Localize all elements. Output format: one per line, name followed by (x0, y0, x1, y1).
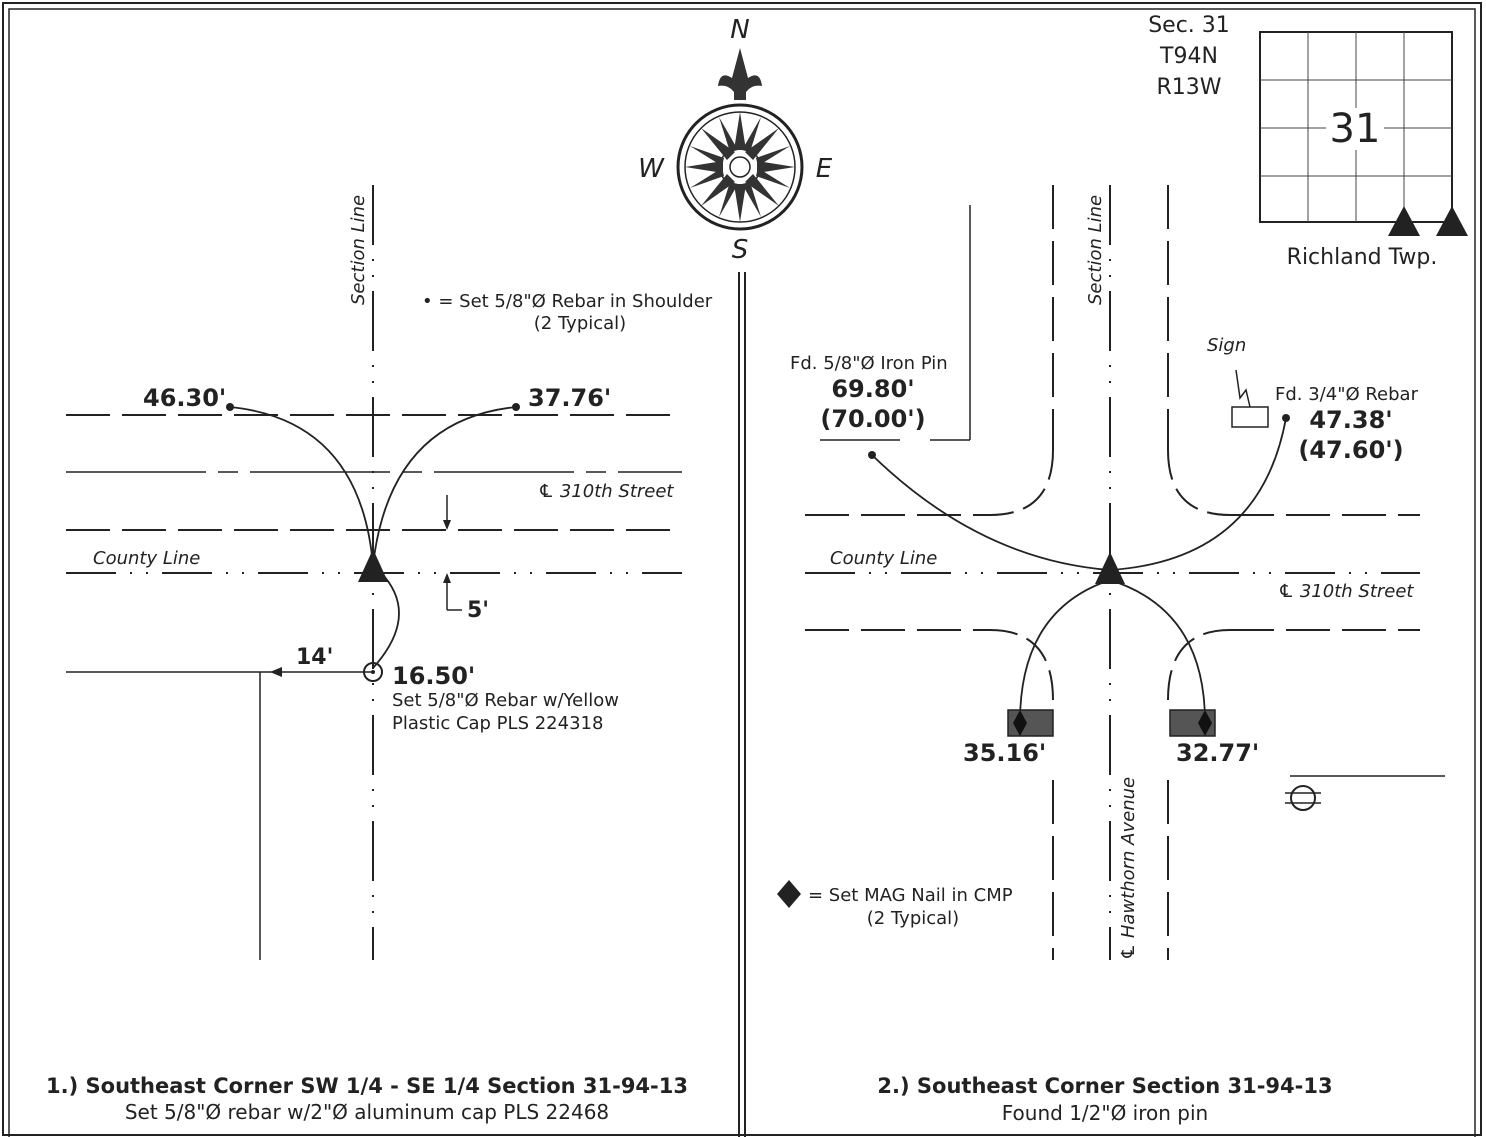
right-caption-subtitle: Found 1/2"Ø iron pin (1002, 1101, 1208, 1125)
left-legend-typical: (2 Typical) (534, 313, 626, 334)
left-corner-monument-icon (358, 549, 388, 582)
township-label: T94N (1159, 44, 1218, 69)
left-county-line-label: County Line (93, 548, 200, 569)
right-legend-typical: (2 Typical) (867, 908, 959, 929)
right-rebar-record: (47.60') (1298, 436, 1403, 464)
left-rebar-note-line2: Plastic Cap PLS 224318 (392, 713, 603, 734)
right-rebar-distance: 47.38' (1309, 406, 1392, 434)
right-cmp-culvert-east-icon (1169, 709, 1216, 737)
township-name: Richland Twp. (1287, 245, 1438, 270)
compass-rose-icon (676, 48, 804, 231)
left-section-line-label: Section Line (348, 195, 369, 305)
right-section-line-label: Section Line (1085, 195, 1106, 305)
left-tie-distance-west: 46.30' (143, 384, 226, 412)
left-set-rebar-icon (363, 662, 383, 682)
right-cmp-culvert-west-icon (1007, 709, 1054, 737)
right-county-line-label: County Line (830, 548, 937, 569)
right-caption-title: 2.) Southeast Corner Section 31-94-13 (877, 1074, 1332, 1098)
right-tie-distance-west: 35.16' (963, 739, 1046, 767)
left-tie-distance-east: 37.76' (528, 384, 611, 412)
right-iron-pin-record: (70.00') (820, 405, 925, 433)
left-legend-rebar: • = Set 5/8"Ø Rebar in Shoulder (422, 291, 713, 312)
left-offset-14: 14' (296, 645, 333, 670)
right-rebar-label: Fd. 3/4"Ø Rebar (1275, 384, 1419, 405)
right-diagram-linework (805, 185, 1445, 960)
section-label: Sec. 31 (1148, 13, 1230, 38)
section-grid (1259, 31, 1468, 236)
right-tie-distance-east: 32.77' (1176, 739, 1259, 767)
section-number: 31 (1330, 106, 1381, 152)
right-corner-monument-icon (1095, 552, 1125, 584)
right-sign-label: Sign (1207, 335, 1246, 356)
compass-north-label: N (730, 15, 749, 45)
right-street-centerline-label: ℄ 310th Street (1278, 581, 1414, 602)
mag-nail-legend-icon (777, 880, 801, 908)
left-caption-subtitle: Set 5/8"Ø rebar w/2"Ø aluminum cap PLS 2… (125, 1100, 609, 1124)
left-tie-distance-south: 16.50' (392, 662, 475, 690)
left-street-centerline-label: ℄ 310th Street (538, 481, 674, 502)
compass-south-label: S (732, 235, 749, 265)
right-legend-mag-nail: = Set MAG Nail in CMP (808, 885, 1013, 906)
compass-east-label: E (816, 154, 833, 184)
right-avenue-centerline-label: ℄ Hawthorn Avenue (1118, 777, 1139, 960)
right-iron-pin-distance: 69.80' (831, 375, 914, 403)
range-label: R13W (1156, 75, 1221, 100)
left-rebar-note-line1: Set 5/8"Ø Rebar w/Yellow (392, 690, 619, 711)
compass-west-label: W (638, 154, 665, 184)
right-iron-pin-label: Fd. 5/8"Ø Iron Pin (790, 353, 948, 374)
left-offset-5: 5' (467, 598, 489, 623)
left-caption-title: 1.) Southeast Corner SW 1/4 - SE 1/4 Sec… (46, 1074, 688, 1098)
